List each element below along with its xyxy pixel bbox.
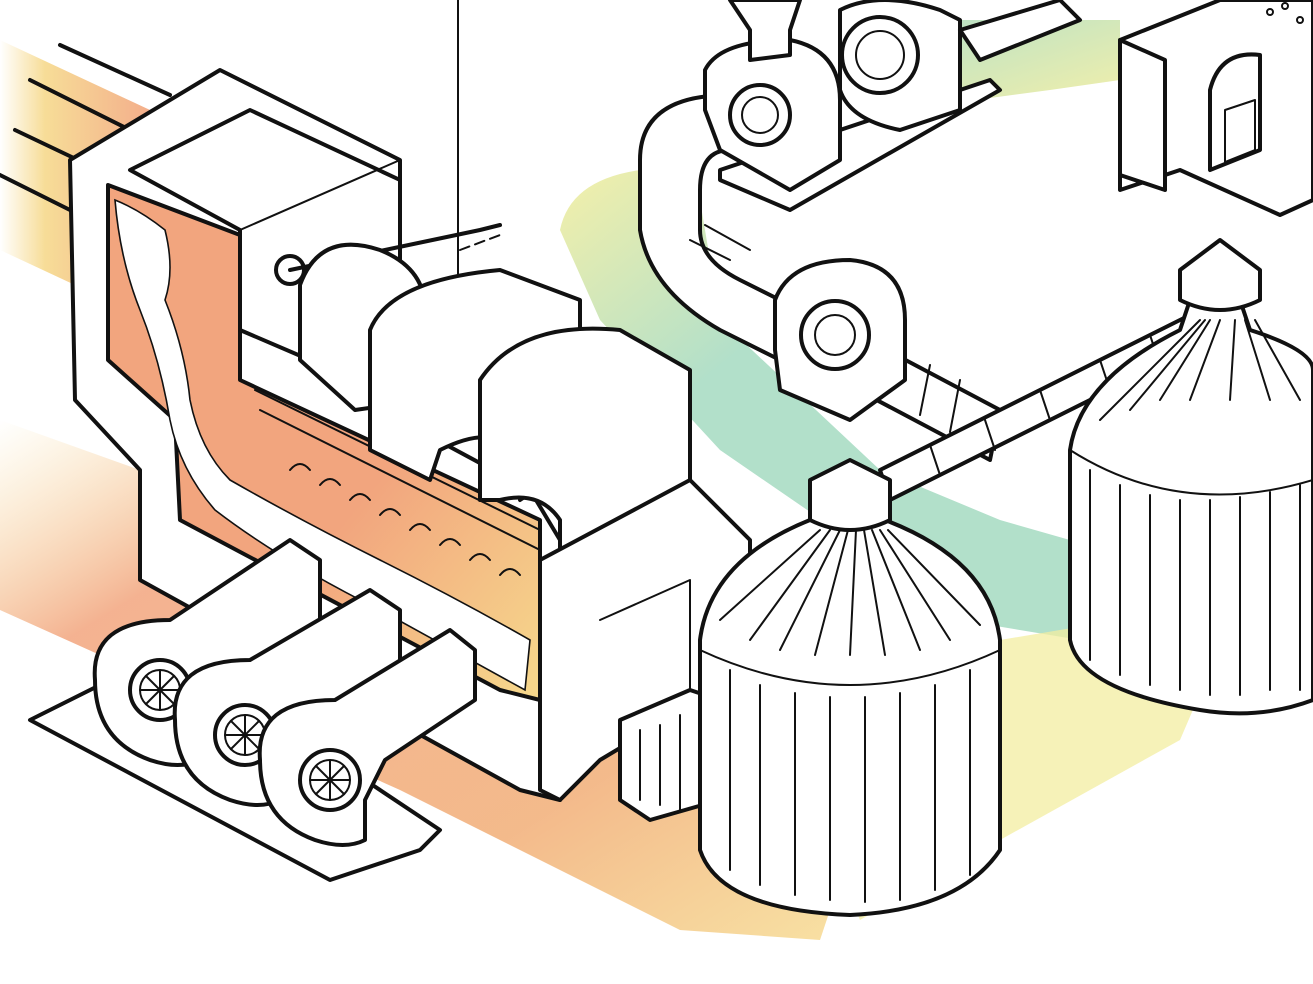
pump-1-port bbox=[728, 83, 792, 147]
pump-housings bbox=[703, 0, 1082, 422]
blower-3 bbox=[257, 628, 477, 847]
silo-back-staves bbox=[1089, 469, 1301, 696]
silo-back bbox=[1068, 238, 1313, 716]
pipe-elbow bbox=[638, 93, 802, 362]
furnace-cutaway bbox=[0, 0, 562, 802]
burner-row bbox=[289, 463, 521, 576]
silo-back-cap bbox=[1178, 238, 1262, 312]
equipment-building bbox=[1118, 0, 1313, 217]
duct-block-3-edge bbox=[599, 579, 691, 721]
building-front bbox=[1118, 38, 1167, 192]
furnace-top-edge bbox=[129, 159, 401, 231]
pipe-elbow-bands bbox=[689, 224, 751, 261]
silo-back-roof-ribs bbox=[1099, 319, 1301, 421]
conveyor-bridge-segments bbox=[929, 334, 1161, 476]
building-arch bbox=[1208, 52, 1262, 172]
material-flow bbox=[114, 198, 531, 692]
silo-back-rim bbox=[1069, 449, 1313, 496]
silo-front-roof-ribs bbox=[719, 529, 981, 656]
duct-block-2 bbox=[478, 326, 692, 562]
three-blowers bbox=[28, 538, 477, 882]
two-silos bbox=[698, 238, 1313, 917]
feed-pipe-lines bbox=[0, 43, 172, 227]
support-rod-dash bbox=[459, 234, 501, 251]
duct-blocks bbox=[368, 268, 752, 822]
duct-grill-lines bbox=[639, 704, 701, 811]
silo-front-cap bbox=[808, 458, 892, 532]
silo-front bbox=[698, 458, 1002, 917]
pump-1-shaft bbox=[958, 0, 1082, 62]
building-door bbox=[1224, 99, 1256, 163]
pump-1-hopper bbox=[728, 0, 802, 62]
pipe-long-run-bands bbox=[919, 364, 961, 433]
silo-front-staves bbox=[729, 669, 971, 903]
silo-front-rim bbox=[699, 649, 1001, 686]
pump-2-port bbox=[799, 299, 871, 371]
